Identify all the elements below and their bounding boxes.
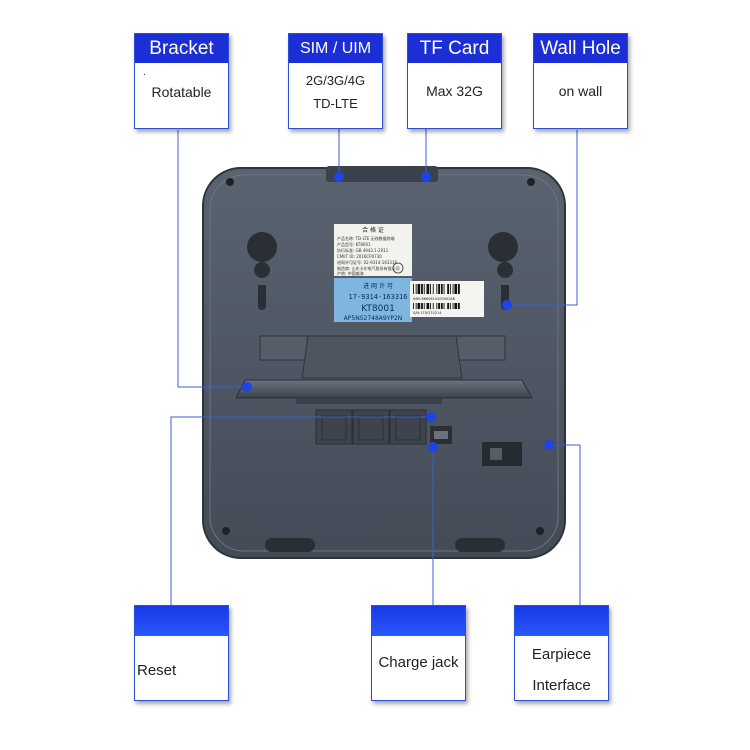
wall-desc: on wall: [558, 83, 603, 99]
cert-line: 执行标准: GB 4943.1-2011: [337, 247, 389, 253]
screw-icon: [527, 178, 535, 186]
barcode-icon: [413, 303, 460, 309]
callout-lines: [170, 129, 581, 605]
barcode-imei: IMEI:866061020090288: [413, 297, 455, 301]
cert-line: 制造商: 山东卡尔电气股份有限公司: [337, 265, 400, 271]
cert-line: 进网许可证号: 02-9314-163316: [337, 259, 397, 265]
cert-line: 产品型号: KT8001: [337, 241, 371, 247]
bracket-dot: .: [143, 67, 146, 78]
bracket-stand: [235, 335, 533, 404]
reset-desc: Reset: [137, 662, 177, 679]
screw-icon: [226, 178, 234, 186]
tf-title: TF Card: [408, 34, 501, 63]
bracket-desc: Rotatable: [151, 84, 212, 100]
reset-title: [135, 606, 228, 636]
speaker-hole: [247, 232, 277, 262]
charge-desc: Charge jack: [378, 654, 459, 671]
callout-dots: [242, 172, 554, 452]
rj11-icon: [490, 448, 502, 460]
tf-desc: Max 32G: [426, 83, 483, 99]
license-model: KT8001: [361, 304, 395, 314]
barcode-sn: S/N:17IV270214: [413, 311, 442, 315]
charge-card: Charge jack: [371, 605, 466, 701]
earpiece-card: Earpiece Interface: [514, 605, 609, 701]
sim-title: SIM / UIM: [289, 34, 382, 63]
earpiece-line-1: Earpiece: [531, 646, 592, 663]
tf-card: TF Card Max 32G: [407, 33, 502, 129]
wall-title: Wall Hole: [534, 34, 627, 63]
reset-card: Reset: [134, 605, 229, 701]
cert-line: 产品名称: TD-LTE 无线数据终端: [337, 235, 395, 241]
earpiece-line-2: Interface: [532, 677, 591, 694]
ccc-mark-icon: [392, 262, 404, 274]
license-code: AP5N52748A9YP2N: [344, 315, 403, 322]
earpiece-title: [515, 606, 608, 636]
screw-icon: [222, 527, 230, 535]
barcode-label: IMEI:866061020090288 S/N:17IV270214: [410, 281, 484, 317]
barcode-icon: [413, 284, 460, 294]
sim-card: SIM / UIM 2G/3G/4G TD-LTE: [288, 33, 383, 129]
license-number: 17-9314-163316: [348, 293, 407, 301]
certificate-label: 合 格 证 产品名称: TD-LTE 无线数据终端 产品型号: KT8001 执…: [334, 224, 412, 276]
usb-icon: [434, 431, 448, 439]
speaker-hole: [488, 232, 518, 262]
bracket-title: Bracket: [135, 34, 228, 63]
wall-card: Wall Hole on wall: [533, 33, 628, 129]
charge-title: [372, 606, 465, 636]
rj-ports: [315, 409, 427, 445]
bracket-card: Bracket . Rotatable: [134, 33, 229, 129]
cert-line: 产地: 中国威海: [337, 270, 364, 276]
license-sticker: 进 网 许 可 17-9314-163316 KT8001 AP5N52748A…: [334, 278, 412, 322]
cert-title: 合 格 证: [362, 226, 384, 234]
cert-line: CMIIT ID: 2016CP0730: [337, 254, 382, 259]
top-card-slot: [326, 166, 438, 182]
sim-line-1: 2G/3G/4G: [305, 73, 366, 88]
wall-hole-right: [497, 262, 514, 310]
license-title: 进 网 许 可: [363, 282, 393, 290]
rubber-foot: [455, 538, 505, 552]
rubber-foot: [265, 538, 315, 552]
sim-line-2: TD-LTE: [313, 96, 358, 111]
screw-icon: [536, 527, 544, 535]
wall-hole-left: [254, 262, 271, 310]
